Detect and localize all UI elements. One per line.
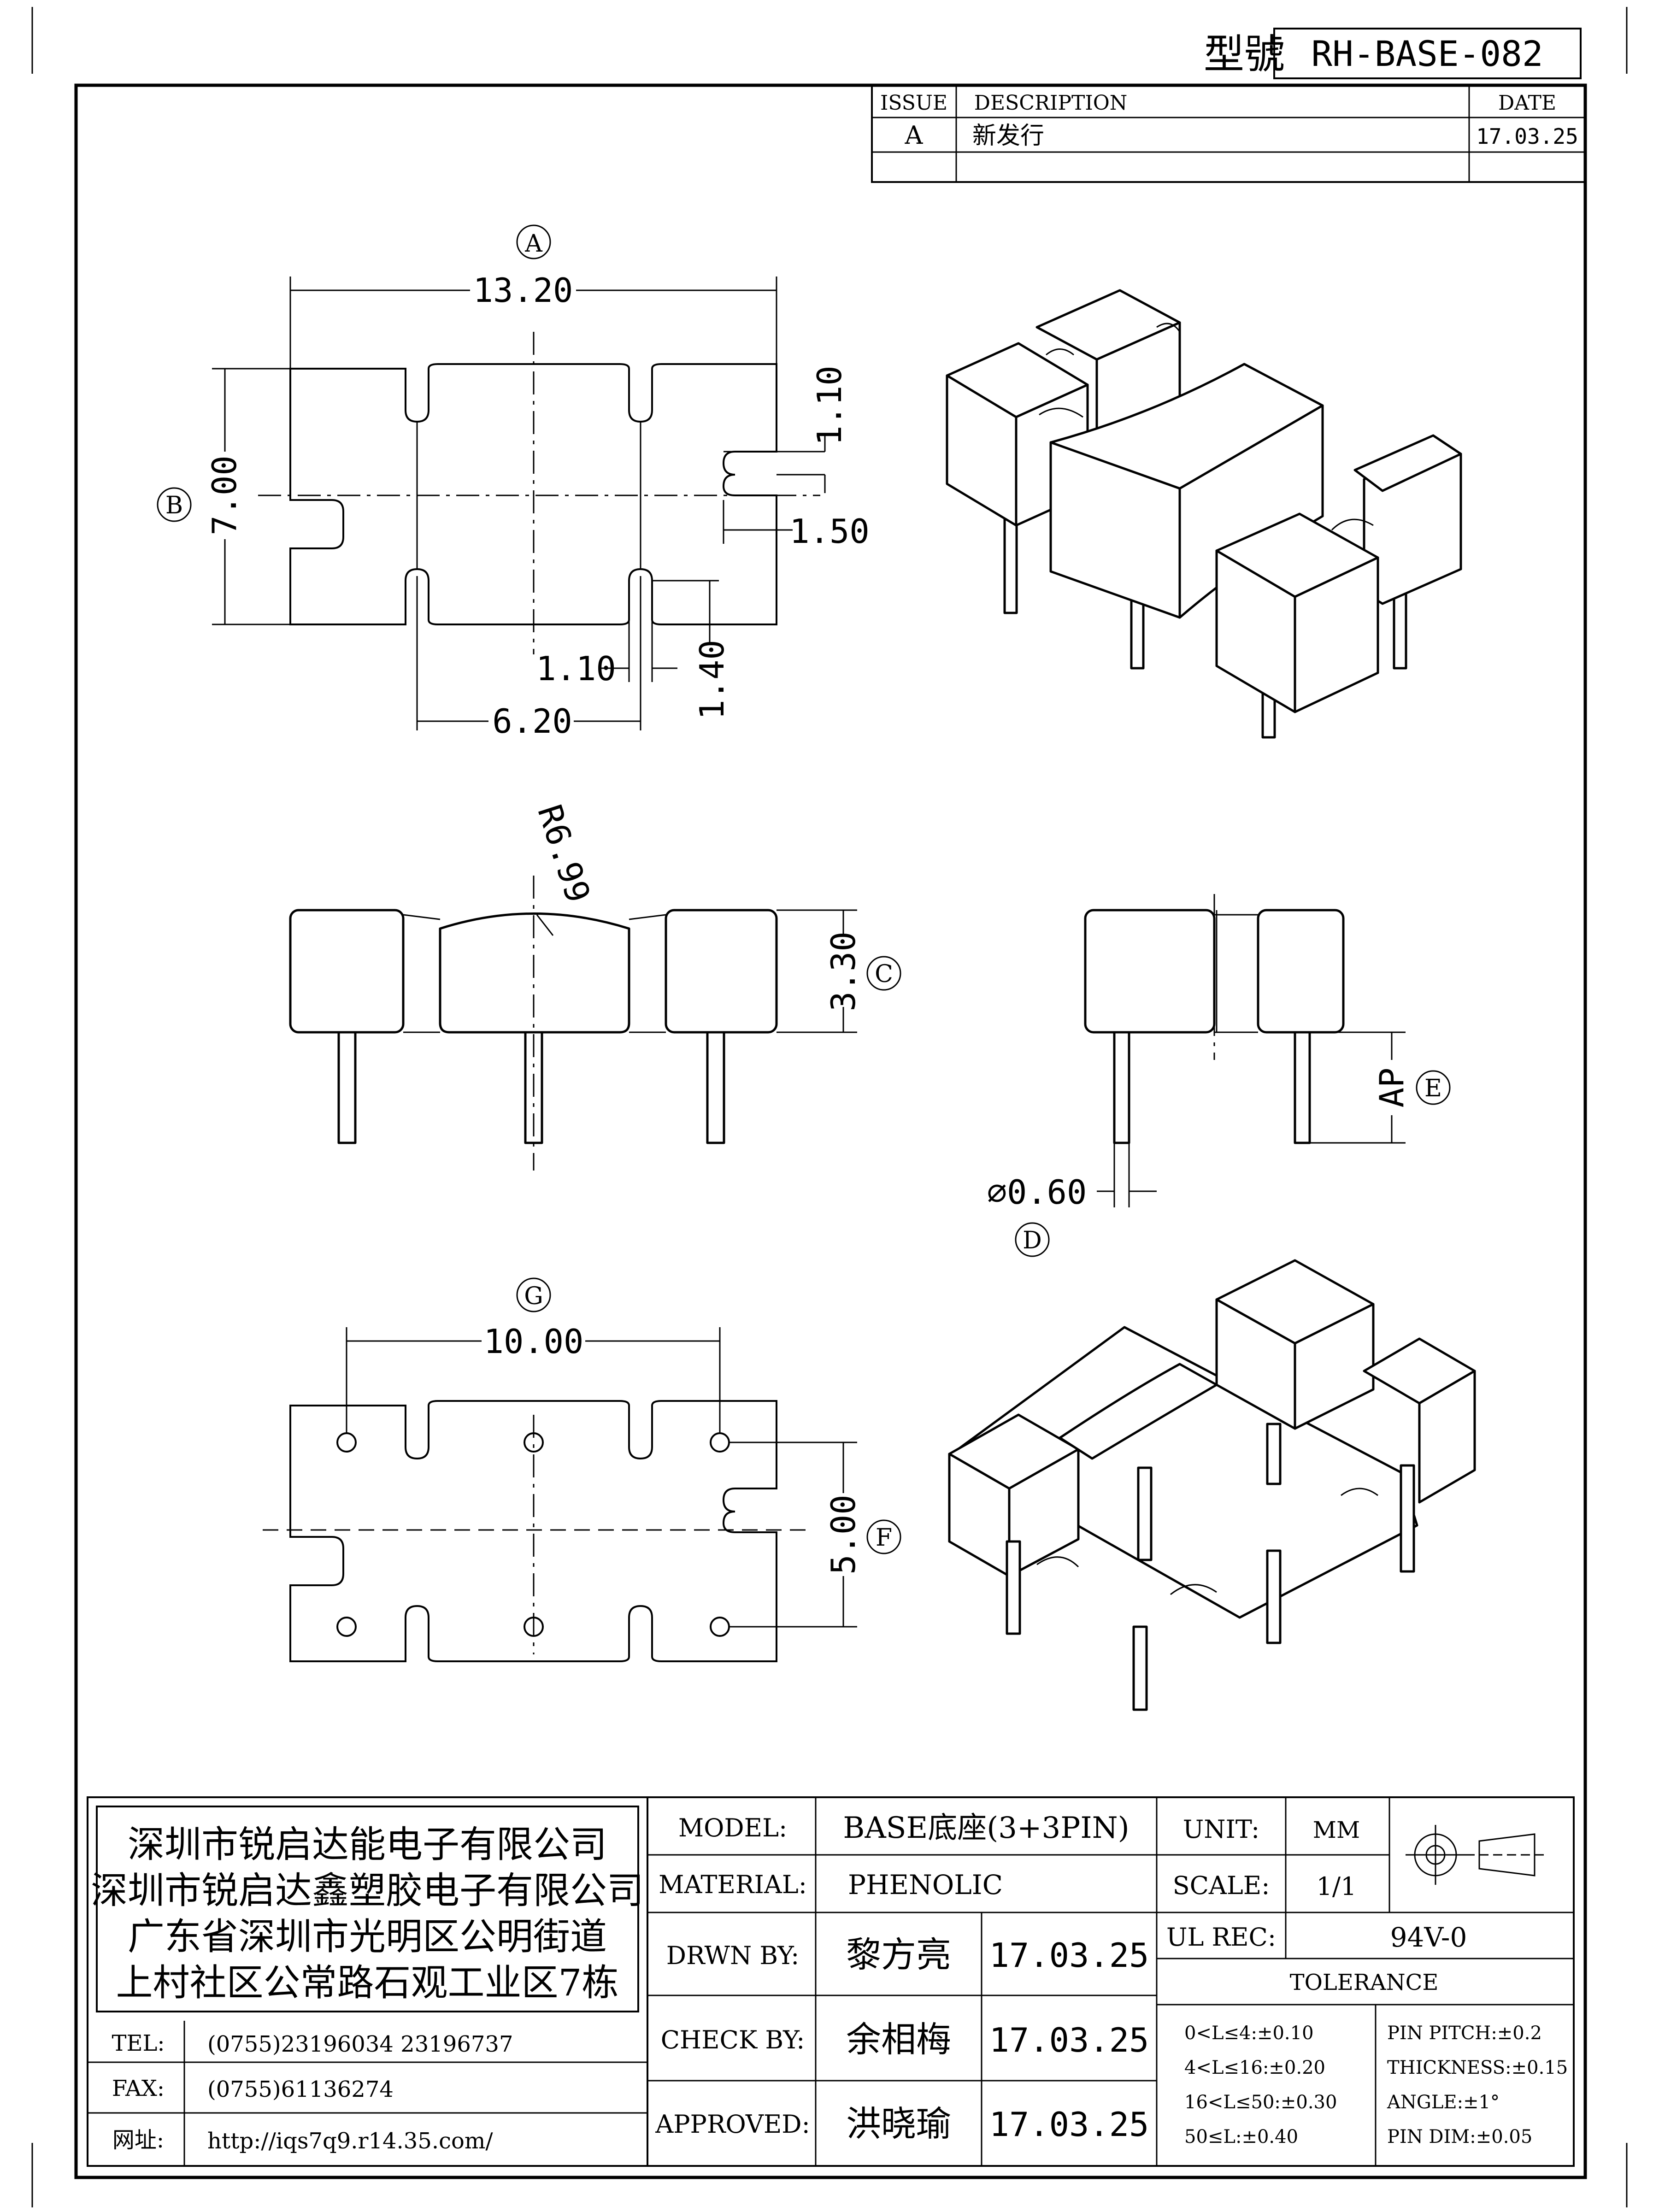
- unit-value: MM: [1313, 1817, 1360, 1843]
- dim-height: 7.00: [205, 455, 244, 535]
- check-name: 余相梅: [846, 2019, 951, 2060]
- part-number: RH-BASE-082: [1311, 33, 1543, 74]
- tol-left-1: 0<L≤4:±0.10: [1184, 2023, 1314, 2044]
- side-view: AP E ⌀0.60 D: [987, 894, 1451, 1257]
- model-label: MODEL:: [678, 1813, 787, 1842]
- tol-right-3: ANGLE:±1°: [1387, 2092, 1500, 2113]
- approved-name: 洪晓瑜: [846, 2103, 951, 2144]
- label-b: B: [165, 492, 183, 519]
- top-view: 13.20 A 7.00 B 1.10 1.50 1.10 1.40: [157, 224, 870, 741]
- tol-left-2: 4<L≤16:±0.20: [1184, 2057, 1325, 2078]
- rev-header-issue: ISSUE: [880, 91, 947, 115]
- label-d: D: [1023, 1227, 1042, 1254]
- isometric-top-view: [946, 289, 1462, 739]
- tol-left-4: 50≤L:±0.40: [1184, 2126, 1298, 2147]
- model-value: BASE底座(3+3PIN): [843, 1811, 1129, 1845]
- check-date: 17.03.25: [989, 2021, 1149, 2059]
- label-g: G: [524, 1282, 543, 1310]
- front-view: R6.99 3.30 C: [289, 800, 901, 1171]
- dim-radius: R6.99: [530, 800, 598, 907]
- projection-symbol-icon: [1406, 1825, 1548, 1885]
- tel-value: (0755)23196034 23196737: [207, 2031, 513, 2057]
- bottom-view-outline: [289, 1400, 777, 1662]
- dim-slot-width: 1.10: [536, 649, 616, 688]
- trim-marks: [31, 7, 1628, 2207]
- material-label: MATERIAL:: [659, 1870, 807, 1899]
- part-number-label: 型號: [1204, 30, 1285, 78]
- check-label: CHECK BY:: [661, 2025, 805, 2054]
- unit-label: UNIT:: [1183, 1815, 1259, 1844]
- dim-pin-diameter: ⌀0.60: [987, 1173, 1087, 1212]
- company-line-1: 深圳市锐启达能电子有限公司: [128, 1823, 607, 1866]
- ul-label: UL REC:: [1166, 1923, 1276, 1952]
- scale-value: 1/1: [1317, 1872, 1357, 1901]
- website-value: http://iqs7q9.r14.35.com/: [207, 2128, 493, 2154]
- drawn-name: 黎方亮: [846, 1934, 951, 1975]
- approved-label: APPROVED:: [655, 2110, 810, 2139]
- label-f: F: [876, 1524, 892, 1552]
- website-label: 网址:: [112, 2127, 164, 2153]
- title-block: 深圳市锐启达能电子有限公司 深圳市锐启达鑫塑胶电子有限公司 广东省深圳市光明区公…: [87, 1796, 1575, 2167]
- drawn-date: 17.03.25: [989, 1936, 1149, 1975]
- tol-right-1: PIN PITCH:±0.2: [1387, 2023, 1542, 2044]
- part-number-box: 型號 RH-BASE-082: [1204, 28, 1582, 79]
- tolerance-label: TOLERANCE: [1290, 1970, 1439, 1995]
- rev-header-date: DATE: [1498, 91, 1556, 115]
- bottom-view: 10.00 G 5.00 F: [263, 1277, 901, 1662]
- dim-notch-width: 1.10: [810, 365, 849, 445]
- label-a: A: [524, 230, 543, 258]
- revision-table: ISSUE DESCRIPTION DATE A 新发行 17.03.25: [871, 84, 1586, 183]
- rev-header-description: DESCRIPTION: [974, 91, 1128, 115]
- dim-width: 13.20: [473, 271, 573, 310]
- approved-date: 17.03.25: [989, 2105, 1149, 2144]
- rev-issue: A: [905, 121, 924, 150]
- dim-span: 6.20: [492, 702, 572, 741]
- company-line-2: 深圳市锐启达鑫塑胶电子有限公司: [91, 1869, 644, 1912]
- scale-label: SCALE:: [1173, 1871, 1270, 1900]
- material-value: PHENOLIC: [848, 1869, 1003, 1900]
- tel-label: TEL:: [112, 2030, 165, 2056]
- fax-label: FAX:: [112, 2076, 165, 2101]
- ul-value: 94V-0: [1390, 1922, 1467, 1953]
- dim-notch-depth: 1.50: [789, 512, 869, 551]
- fax-value: (0755)61136274: [207, 2077, 394, 2102]
- tol-right-4: PIN DIM:±0.05: [1387, 2126, 1532, 2147]
- tol-right-2: THICKNESS:±0.15: [1387, 2057, 1568, 2078]
- tol-left-3: 16<L≤50:±0.30: [1184, 2092, 1337, 2113]
- rev-description: 新发行: [972, 122, 1044, 150]
- drawing-border: [74, 83, 1587, 2179]
- drawn-label: DRWN BY:: [666, 1941, 800, 1970]
- dim-pitch-x: 10.00: [484, 1322, 584, 1361]
- label-c: C: [875, 960, 893, 988]
- dim-front-height: 3.30: [824, 931, 863, 1011]
- rev-date: 17.03.25: [1476, 124, 1578, 149]
- isometric-bottom-view: [948, 1259, 1476, 1711]
- company-address-1: 广东省深圳市光明区公明街道: [128, 1915, 607, 1958]
- label-e: E: [1424, 1075, 1442, 1102]
- dim-pitch-y: 5.00: [824, 1494, 863, 1574]
- company-address-2: 上村社区公常路石观工业区7栋: [116, 1961, 619, 2004]
- dim-ap: AP: [1372, 1068, 1411, 1108]
- dim-slot-depth: 1.40: [693, 640, 731, 719]
